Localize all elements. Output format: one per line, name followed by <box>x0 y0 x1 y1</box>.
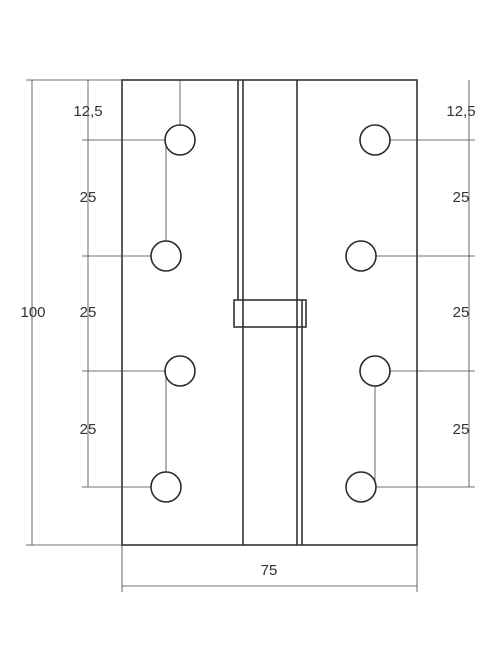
dimension-labels: 100 75 12,5 25 25 25 12,5 25 25 25 <box>20 103 475 579</box>
right-pitch-1-label: 25 <box>453 189 470 206</box>
left-hole-4 <box>150 471 182 503</box>
right-hole-2 <box>345 240 377 272</box>
width-label: 75 <box>261 562 278 579</box>
right-pitch-3-label: 25 <box>453 421 470 438</box>
left-hole-1 <box>164 124 196 156</box>
left-hole-2 <box>150 240 182 272</box>
right-pitch-2-label: 25 <box>453 304 470 321</box>
left-pitch-3-label: 25 <box>80 421 97 438</box>
hinge-outline <box>121 79 418 546</box>
left-hole-3 <box>164 355 196 387</box>
height-dimension <box>26 79 122 546</box>
width-dimension <box>121 545 418 592</box>
left-top-offset-label: 12,5 <box>73 103 102 120</box>
right-hole-4 <box>345 471 377 503</box>
right-hole-1 <box>359 124 391 156</box>
right-hole-dimensions <box>361 80 475 488</box>
hinge-body <box>121 79 418 546</box>
right-top-offset-label: 12,5 <box>446 103 475 120</box>
knuckle-joint <box>233 299 307 328</box>
left-pitch-2-label: 25 <box>80 304 97 321</box>
height-label: 100 <box>20 304 45 321</box>
right-hole-3 <box>359 355 391 387</box>
left-pitch-1-label: 25 <box>80 189 97 206</box>
screw-holes <box>150 124 391 503</box>
